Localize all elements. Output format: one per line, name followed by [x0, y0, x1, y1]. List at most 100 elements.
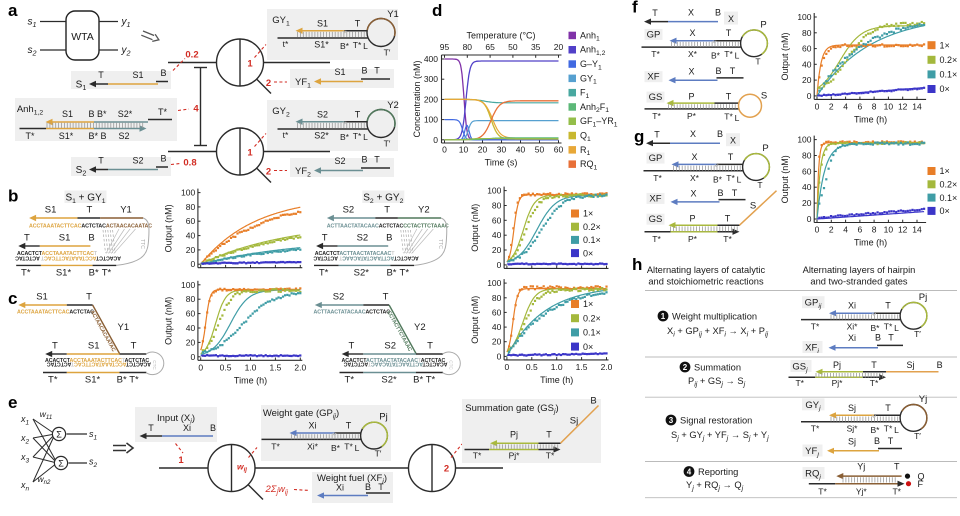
svg-text:300: 300: [424, 74, 438, 84]
svg-text:T*: T*: [546, 451, 555, 461]
svg-text:Output (nM): Output (nM): [164, 297, 174, 345]
svg-text:x2: x2: [20, 433, 30, 445]
svg-text:T: T: [888, 333, 894, 343]
svg-text:S2*: S2*: [314, 131, 329, 141]
svg-text:T*: T*: [426, 375, 436, 386]
svg-text:0.2×: 0.2×: [940, 55, 958, 65]
svg-text:Sj: Sj: [570, 416, 578, 427]
svg-text:T*: T*: [892, 486, 901, 496]
svg-text:6: 6: [858, 101, 863, 111]
svg-text:20: 20: [492, 245, 502, 255]
svg-text:Pj*: Pj*: [509, 451, 521, 461]
svg-text:T′: T′: [375, 449, 382, 459]
svg-text:B: B: [715, 8, 721, 18]
svg-text:Xi: Xi: [308, 421, 316, 431]
svg-text:Xi: Xi: [183, 423, 191, 433]
svg-text:B: B: [590, 396, 596, 407]
svg-text:35: 35: [531, 42, 541, 52]
svg-text:T*: T*: [884, 322, 893, 332]
svg-text:T: T: [86, 292, 92, 303]
svg-text:Q1: Q1: [580, 131, 591, 143]
svg-text:Σ: Σ: [58, 458, 64, 468]
svg-text:B*: B*: [871, 323, 881, 333]
svg-text:T: T: [871, 360, 877, 370]
svg-text:0.1×: 0.1×: [583, 328, 601, 338]
svg-text:Y1: Y1: [118, 322, 130, 333]
svg-text:B: B: [715, 66, 721, 76]
svg-text:S1: S1: [59, 233, 71, 244]
svg-text:GP: GP: [649, 153, 663, 164]
svg-text:T*: T*: [651, 49, 660, 59]
svg-text:T*: T*: [723, 234, 732, 244]
svg-text:d: d: [432, 1, 442, 20]
svg-text:T*: T*: [795, 378, 804, 388]
svg-text:80: 80: [802, 28, 812, 38]
svg-text:100: 100: [181, 280, 195, 290]
svg-text:T: T: [378, 482, 384, 492]
svg-text:B: B: [361, 66, 367, 76]
svg-text:1: 1: [247, 148, 253, 159]
svg-text:T*: T*: [724, 49, 733, 59]
svg-text:Pij + GSj → Sj: Pij + GSj → Sj: [688, 376, 746, 388]
svg-text:T: T: [885, 403, 891, 413]
svg-text:T*: T*: [811, 424, 820, 434]
svg-text:80: 80: [186, 294, 196, 304]
svg-text:TTC: TTC: [139, 239, 145, 249]
svg-text:40: 40: [186, 231, 196, 241]
svg-text:ACACTCTACTTAACTATACAACT ACTCTA: ACACTCTACTTAACTATACAACT ACTCTAC: [313, 255, 419, 261]
svg-text:100: 100: [424, 115, 438, 125]
svg-text:h: h: [632, 255, 642, 274]
svg-text:S: S: [761, 91, 767, 102]
svg-text:0.1×: 0.1×: [940, 70, 958, 80]
svg-text:S1: S1: [334, 67, 345, 77]
svg-text:0: 0: [198, 362, 203, 372]
svg-text:0.1×: 0.1×: [583, 235, 601, 245]
svg-text:XF: XF: [647, 72, 659, 83]
svg-text:200: 200: [424, 94, 438, 104]
svg-text:20: 20: [186, 337, 196, 347]
svg-text:S2 + GY2: S2 + GY2: [363, 193, 403, 205]
svg-text:GY1: GY1: [272, 15, 290, 28]
svg-text:95: 95: [440, 42, 450, 52]
svg-text:1.5: 1.5: [269, 362, 281, 372]
svg-text:1×: 1×: [940, 166, 950, 176]
svg-text:B*: B*: [340, 132, 350, 142]
svg-text:B: B: [937, 360, 943, 370]
svg-text:80: 80: [463, 42, 473, 52]
svg-text:Time (h): Time (h): [234, 375, 267, 385]
svg-text:S1*: S1*: [59, 131, 74, 141]
svg-text:P: P: [688, 92, 694, 102]
svg-text:S2: S2: [132, 156, 143, 166]
svg-text:X: X: [690, 129, 696, 139]
svg-text:s1: s1: [28, 17, 37, 30]
svg-text:0: 0: [190, 259, 195, 269]
svg-text:20: 20: [492, 337, 502, 347]
svg-text:S2*: S2*: [118, 109, 133, 119]
svg-text:S1*: S1*: [85, 375, 101, 386]
svg-text:B*: B*: [331, 443, 341, 453]
svg-text:WTA: WTA: [71, 31, 94, 43]
svg-text:0: 0: [497, 260, 502, 270]
svg-text:0.5: 0.5: [220, 362, 232, 372]
svg-text:GPij: GPij: [805, 298, 822, 310]
svg-text:2: 2: [266, 78, 271, 89]
svg-text:Temperature (°C): Temperature (°C): [466, 31, 535, 41]
svg-text:4: 4: [843, 101, 848, 111]
svg-text:0.2×: 0.2×: [583, 313, 601, 323]
svg-text:Y1: Y1: [387, 9, 399, 20]
svg-text:ACACTCTACTTAACTATACAACTACTCTAC: ACACTCTACTTAACTATACAACTACTCTAC: [342, 358, 446, 364]
svg-text:50: 50: [535, 145, 545, 155]
svg-text:0.2: 0.2: [185, 50, 198, 61]
svg-text:CTC: CTC: [449, 360, 454, 370]
svg-text:Weight gate (GPij): Weight gate (GPij): [263, 408, 339, 420]
svg-text:g: g: [634, 127, 644, 146]
svg-text:s2: s2: [28, 45, 37, 58]
svg-text:T*: T*: [884, 424, 893, 434]
svg-text:Yj*: Yj*: [856, 486, 868, 496]
svg-text:S2: S2: [343, 205, 355, 216]
svg-text:4: 4: [843, 225, 848, 235]
svg-text:T*: T*: [652, 234, 661, 244]
svg-text:0.5: 0.5: [526, 362, 538, 372]
svg-text:T′: T′: [384, 139, 391, 149]
svg-text:XF: XF: [649, 193, 661, 204]
